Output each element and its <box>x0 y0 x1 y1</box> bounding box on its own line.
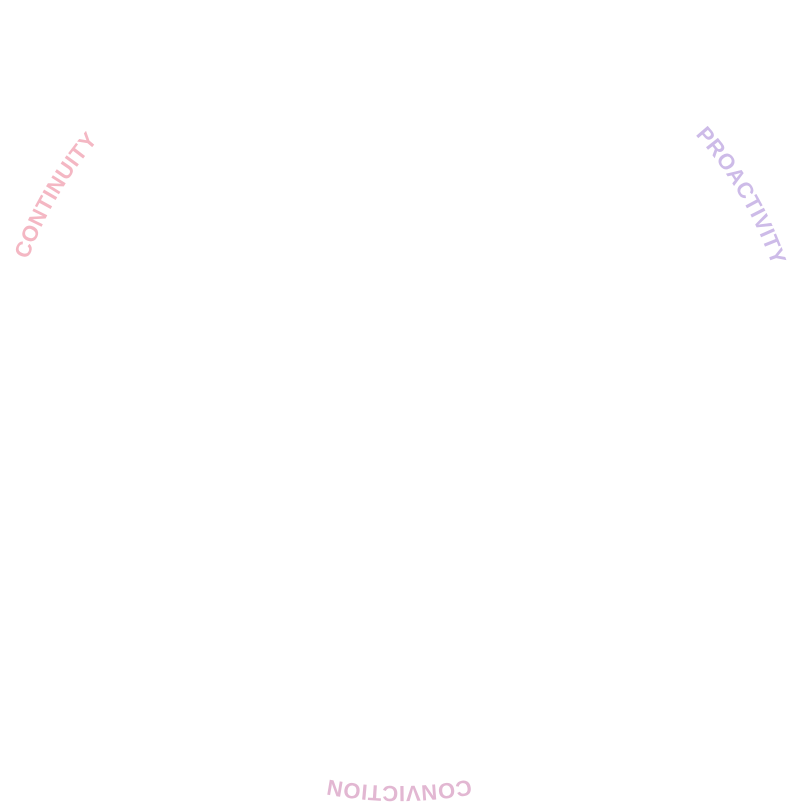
label-continuity: CONTINUITY <box>9 127 102 261</box>
label-conviction: CONVICTION <box>324 775 473 807</box>
label-proactivity: PROACTIVITY <box>691 122 791 268</box>
label-conviction-text: CONVICTION <box>324 775 473 807</box>
label-continuity-text: CONTINUITY <box>9 127 101 261</box>
label-proactivity-text: PROACTIVITY <box>691 122 790 268</box>
